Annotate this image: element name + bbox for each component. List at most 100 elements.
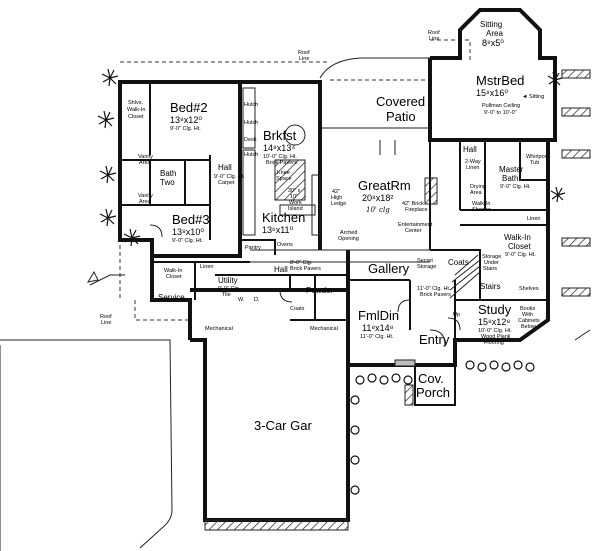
vanity1-a: Vanity (138, 154, 153, 160)
gallery-note-a: 11'-0" Clg. Ht. (417, 286, 451, 292)
bed2-note: 9'-0" Clg. Ht. (170, 126, 201, 132)
books-a: Books (520, 306, 536, 312)
plant-icon (350, 485, 360, 495)
brkfst-dim: 14⁸x13⁴ (263, 143, 295, 153)
mstrbed-dim: 15⁸x16⁰ (476, 88, 508, 98)
books-b: With (522, 312, 533, 318)
bath-two-name: Bath (160, 169, 176, 178)
ent-a: Entertainment (398, 222, 433, 228)
knee-a: Knee (277, 170, 290, 176)
walkin-note: 9'-0" Clg. Ht. (505, 252, 536, 258)
bed3-name: Bed#3 (172, 212, 210, 227)
mechanical1: Mechanical (205, 326, 233, 332)
sitting-dim: 8⁸x5⁰ (482, 38, 504, 48)
plant-icon (391, 373, 401, 383)
ledge-b: High (331, 195, 342, 201)
ovens-name: Ovens (277, 242, 293, 248)
hutch-label: Hutch (244, 102, 258, 108)
storage-a: Storage (482, 254, 501, 260)
island-d: Island (288, 206, 303, 212)
ent-b: Center (405, 228, 422, 234)
study-note3: Flooring (484, 340, 504, 346)
brkfst-note2: Brick Pavers (266, 160, 297, 166)
plant-icon (379, 375, 389, 385)
side-path (574, 329, 591, 341)
bed2-name: Bed#2 (170, 100, 208, 115)
master-bath-name: Master (499, 165, 524, 174)
roof-line (134, 300, 190, 321)
cov-porch-name: Cov. (418, 371, 444, 386)
utility-note2: Tile (222, 292, 231, 298)
plant-icon (350, 425, 360, 435)
hall-top-note2: Carpet (218, 180, 235, 186)
cov-porch-outline (414, 364, 456, 406)
bed3-dim: 13⁸x10⁰ (172, 227, 204, 237)
storage-b: Under (484, 260, 499, 266)
fmldin-name: FmlDin (358, 308, 399, 323)
gallery-note-b: Brick Pavers (420, 292, 451, 298)
plant-icon (97, 110, 115, 129)
shower-b: Shower (472, 207, 491, 213)
plant-icon (350, 455, 360, 465)
arched-b: Opening (338, 236, 359, 242)
books-c: Cabinets (518, 318, 540, 324)
plant-icon (367, 373, 377, 383)
ledge-c: Ledge (331, 201, 346, 207)
garage-name: 3-Car Gar (254, 418, 312, 433)
hutch-label: Hutch (244, 120, 258, 126)
roof-line-label: Line (429, 36, 439, 42)
vanity1-b: Area (139, 160, 152, 166)
whirlpool-a: Whirlpool (526, 154, 549, 160)
linen-m: Linen (527, 216, 540, 222)
up-label: Up (453, 312, 460, 318)
storage-c: Stairs (483, 266, 497, 272)
sitting-name2: Area (486, 29, 503, 38)
drying-a: Drying (470, 184, 486, 190)
arched-a: Arched (340, 230, 357, 236)
hall-master-name: Hall (463, 145, 477, 154)
patio-outline (319, 57, 431, 129)
utility-name: Utility (218, 276, 238, 285)
plant-icon (101, 68, 119, 87)
closet-shlvs: Shlvs. (128, 100, 143, 106)
study-note2: Wood Plank (481, 334, 511, 340)
side-path (89, 274, 125, 286)
kitchen-dim: 13⁶x11⁰ (262, 225, 294, 235)
closet-walkin: Walk-In (127, 107, 145, 113)
linen-u: Linen (200, 264, 213, 270)
shower-a: Walk-In (472, 201, 490, 207)
study-dim: 15⁸x12⁸ (478, 317, 510, 327)
desk-label: Desk (244, 137, 257, 143)
pantry-name: Pantry (245, 245, 261, 251)
plant-icon (123, 228, 141, 247)
roof-line-label: Line (299, 56, 309, 62)
mechanical2: Mechanical (310, 326, 338, 332)
walkin2-b: Closet (166, 274, 182, 280)
two-way-a: 2-Way (465, 159, 481, 165)
stair-treads (449, 254, 481, 299)
gallery-name: Gallery (368, 261, 410, 276)
hall-top-note: 9'-0" Clg. Ht. (214, 174, 245, 180)
roof-line-label: Roof (428, 30, 440, 36)
stairs-name: Stairs (480, 282, 500, 291)
roof-line-label: Roof (298, 50, 310, 56)
coats-small: Coats (290, 306, 305, 312)
island-b: 10' (290, 194, 297, 200)
closet-closet: Closet (128, 114, 144, 120)
roof-line-label: Line (101, 320, 111, 326)
right-brick-pavers (561, 69, 591, 297)
island-c: Work (289, 200, 302, 206)
hutch-label: Hutch (244, 152, 258, 158)
study-note1: 10'-0" Clg. Ht. (478, 328, 512, 334)
coats-name: Coats (448, 258, 469, 267)
service-name: Service (158, 293, 185, 302)
interior-walls (120, 82, 548, 340)
brkfst-name: Brkfst (263, 128, 297, 143)
dryer: D. (254, 297, 260, 303)
plant-icon (489, 360, 499, 370)
secret-b: Storage (417, 264, 436, 270)
shelves-name: Shelves (519, 286, 539, 292)
greatrm-dim: 20⁸x18² (362, 193, 393, 203)
sitting-name: Sitting (480, 20, 502, 29)
